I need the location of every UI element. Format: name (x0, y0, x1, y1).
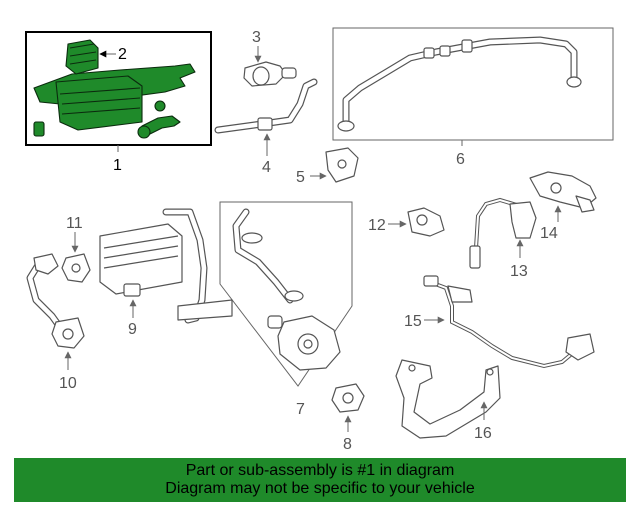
callout-1: 1 (113, 157, 122, 174)
callout-16: 16 (474, 425, 492, 442)
callout-15: 15 (404, 313, 422, 330)
callout-6: 6 (456, 151, 465, 168)
info-banner: Part or sub-assembly is #1 in diagram Di… (14, 458, 626, 502)
callout-14: 14 (540, 225, 558, 242)
part-8-gasket[interactable] (331, 383, 365, 413)
callout-2: 2 (118, 46, 127, 63)
part-6-hose[interactable] (337, 36, 582, 132)
callout-10: 10 (59, 375, 77, 392)
part-13-o2-sensor[interactable] (469, 197, 537, 269)
part-10-pipe[interactable] (26, 253, 85, 349)
callout-3: 3 (252, 29, 261, 46)
canister-cap (33, 121, 45, 137)
banner-line-2: Diagram may not be specific to your vehi… (165, 480, 475, 497)
canister-hose (141, 115, 181, 135)
part-3-valve[interactable] (243, 61, 297, 87)
part-16-bracket[interactable] (395, 359, 501, 439)
callout-12: 12 (368, 217, 386, 234)
canister-ribs (59, 87, 141, 115)
part-4-tube[interactable] (214, 78, 318, 134)
part-14-sensor-bracket[interactable] (529, 171, 597, 213)
callout-11: 11 (66, 215, 83, 232)
parts-diagram: 2 1 3 4 5 6 (25, 27, 614, 453)
banner-line-1: Part or sub-assembly is #1 in diagram (185, 462, 455, 479)
callout-13: 13 (510, 263, 528, 280)
callout-5: 5 (296, 169, 305, 186)
part-5-bracket[interactable] (325, 147, 359, 183)
part-9-cooler[interactable] (99, 208, 233, 324)
canister-filter (65, 39, 99, 75)
callout-4: 4 (262, 159, 271, 176)
part-1-canister-assembly[interactable] (25, 31, 212, 146)
part-11-gasket[interactable] (61, 253, 91, 283)
part-12-sensor[interactable] (407, 207, 445, 237)
callout-9: 9 (128, 321, 137, 338)
part-15-sensor-harness[interactable] (423, 275, 595, 369)
part-7-pump[interactable] (232, 208, 341, 371)
callout-7: 7 (296, 401, 305, 418)
callout-8: 8 (343, 436, 352, 453)
